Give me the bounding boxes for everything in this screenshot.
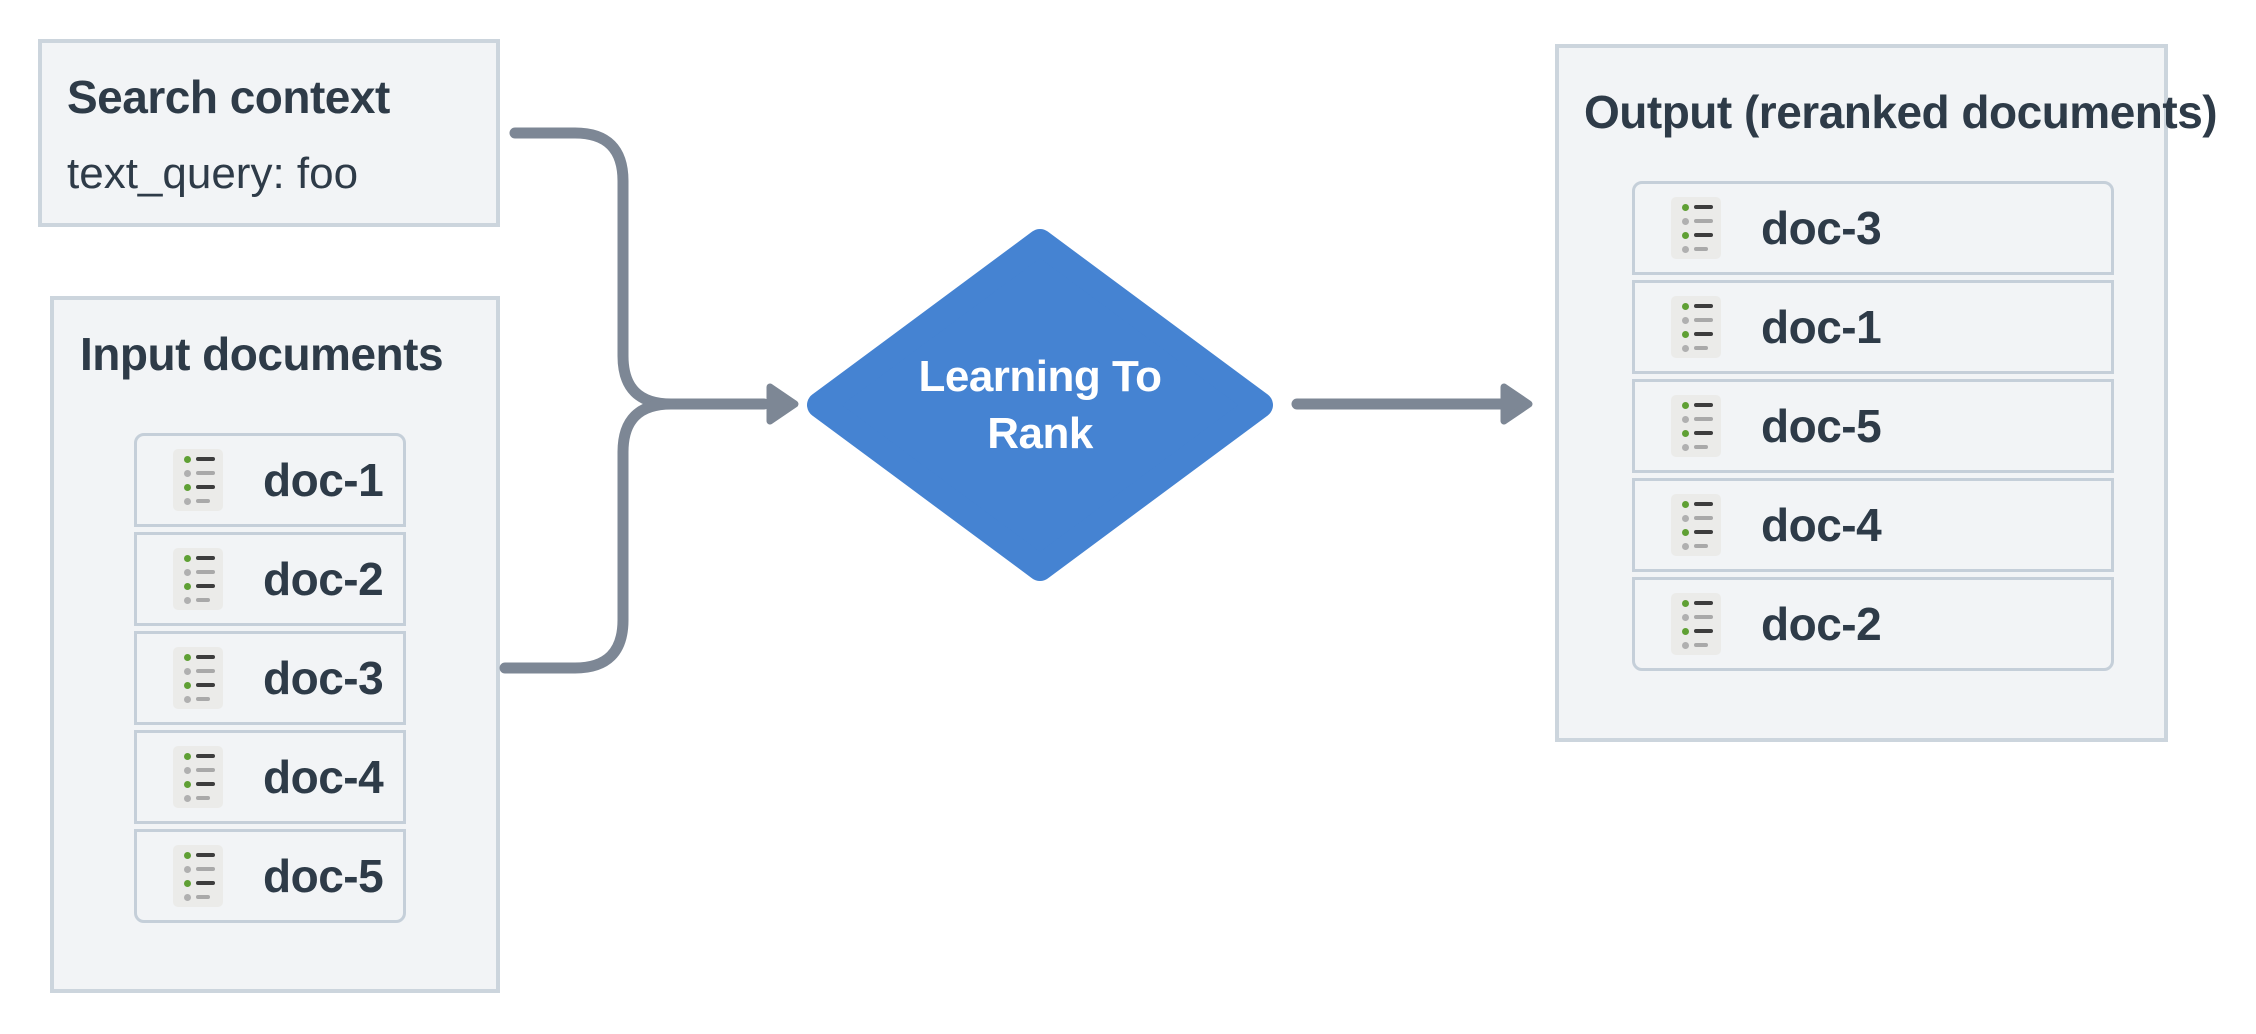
list-item: doc-3 [134,631,406,725]
doc-label: doc-5 [263,850,384,902]
doc-label: doc-1 [1761,301,1882,353]
doc-label: doc-3 [1761,202,1882,254]
list-item: doc-1 [134,433,406,527]
output-document-list: doc-3 doc-1 doc-5 [1632,181,2114,671]
list-item: doc-5 [134,829,406,923]
label-line-2: Rank [987,409,1093,458]
doc-label: doc-3 [263,652,384,704]
connector-from-search-context [509,127,770,410]
list-item: doc-5 [1632,379,2114,473]
output-documents-box: Output (reranked documents) doc-3 [1555,44,2218,742]
list-icon [1671,494,1721,556]
search-query-text: text_query: foo [67,149,359,198]
diamond-shape [807,229,1273,581]
list-item: doc-4 [134,730,406,824]
list-icon [1671,593,1721,655]
input-documents-title: Input documents [80,328,444,380]
doc-label: doc-5 [1761,400,1882,452]
input-documents-box: Input documents doc-1 doc-2 [50,296,500,993]
output-documents-title: Output (reranked documents) [1584,86,2218,138]
doc-label: doc-1 [263,454,384,506]
list-icon [1671,296,1721,358]
search-context-box: Search context text_query: foo [38,39,500,227]
learning-to-rank-node [807,229,1273,581]
doc-label: doc-4 [1761,499,1882,551]
doc-label: doc-4 [263,751,384,803]
connector-from-input-documents [499,398,677,674]
arrowhead-into-output [1500,383,1533,425]
arrowhead-into-diamond [766,383,799,425]
label-line-1: Learning To [918,352,1162,401]
list-icon [173,548,223,610]
list-icon [173,449,223,511]
list-item: doc-2 [134,532,406,626]
doc-label: doc-2 [263,553,384,605]
input-document-list: doc-1 doc-2 doc-3 [134,433,406,923]
list-item: doc-4 [1632,478,2114,572]
list-icon [173,746,223,808]
list-icon [173,845,223,907]
list-icon [1671,395,1721,457]
list-item: doc-3 [1632,181,2114,275]
list-icon [1671,197,1721,259]
list-item: doc-1 [1632,280,2114,374]
learning-to-rank-label: Learning To Rank [840,348,1240,462]
list-item: doc-2 [1632,577,2114,671]
list-icon [173,647,223,709]
search-context-title: Search context [67,71,390,123]
doc-label: doc-2 [1761,598,1882,650]
